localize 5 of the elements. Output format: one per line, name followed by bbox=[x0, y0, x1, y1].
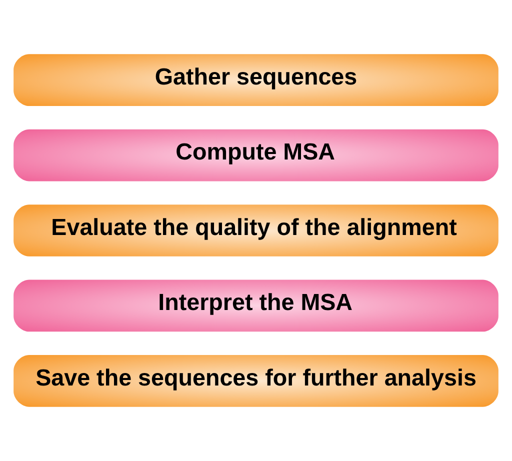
node-box: Interpret the MSA bbox=[14, 280, 498, 332]
node-box: Gather sequences bbox=[14, 54, 498, 106]
node-box: Compute MSA bbox=[14, 129, 498, 182]
node-box: Evaluate the quality of the alignment bbox=[14, 204, 498, 256]
node-box: Save the sequences for further analysis bbox=[14, 354, 498, 407]
